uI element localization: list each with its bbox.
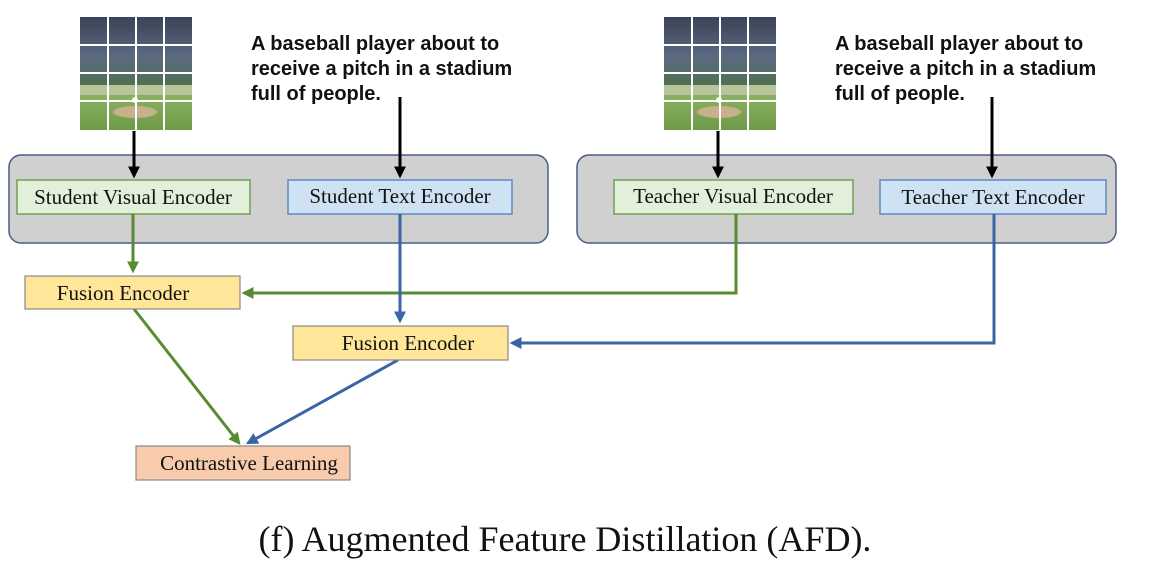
fusion-encoder-left: Fusion Encoder [24,275,241,310]
caption-left-line-1: A baseball player about to [251,33,499,55]
image-caption-right: A baseball player about to receive a pit… [835,33,1096,105]
fusion-left-to-contrastive-arrow [132,308,241,445]
fusion-encoder-right: Fusion Encoder [292,325,509,361]
teacher-visual-encoder: Teacher Visual Encoder [613,179,854,215]
fusion-right-to-contrastive-arrow [245,358,399,445]
contrastive-learning: Contrastive Learning [135,445,351,481]
teacher-visual-encoder-label: Teacher Visual Encoder [633,184,833,208]
fusion-encoder-right-label: Fusion Encoder [342,331,474,355]
student-visual-encoder-label: Student Visual Encoder [34,185,232,209]
caption-right-line-1: A baseball player about to [835,33,1083,55]
contrastive-learning-label: Contrastive Learning [160,451,338,475]
caption-left-line-3: full of people. [251,83,381,105]
student-panel [8,154,549,244]
student-visual-encoder: Student Visual Encoder [16,179,251,215]
baseball-photo-grid-right [664,17,776,130]
figure-title: (f) Augmented Feature Distillation (AFD)… [259,519,872,559]
teacher-text-to-fusion-arrow [509,214,996,349]
teacher-text-encoder-label: Teacher Text Encoder [901,185,1084,209]
baseball-photo-grid-left [80,17,192,130]
teacher-visual-to-fusion-arrow [241,214,738,299]
student-text-encoder-label: Student Text Encoder [309,184,490,208]
student-text-encoder: Student Text Encoder [287,179,513,215]
image-caption-left: A baseball player about to receive a pit… [251,33,512,105]
caption-right-line-2: receive a pitch in a stadium [835,58,1096,80]
teacher-text-encoder: Teacher Text Encoder [879,179,1107,215]
caption-right-line-3: full of people. [835,83,965,105]
fusion-encoder-left-label: Fusion Encoder [57,281,189,305]
caption-left-line-2: receive a pitch in a stadium [251,58,512,80]
